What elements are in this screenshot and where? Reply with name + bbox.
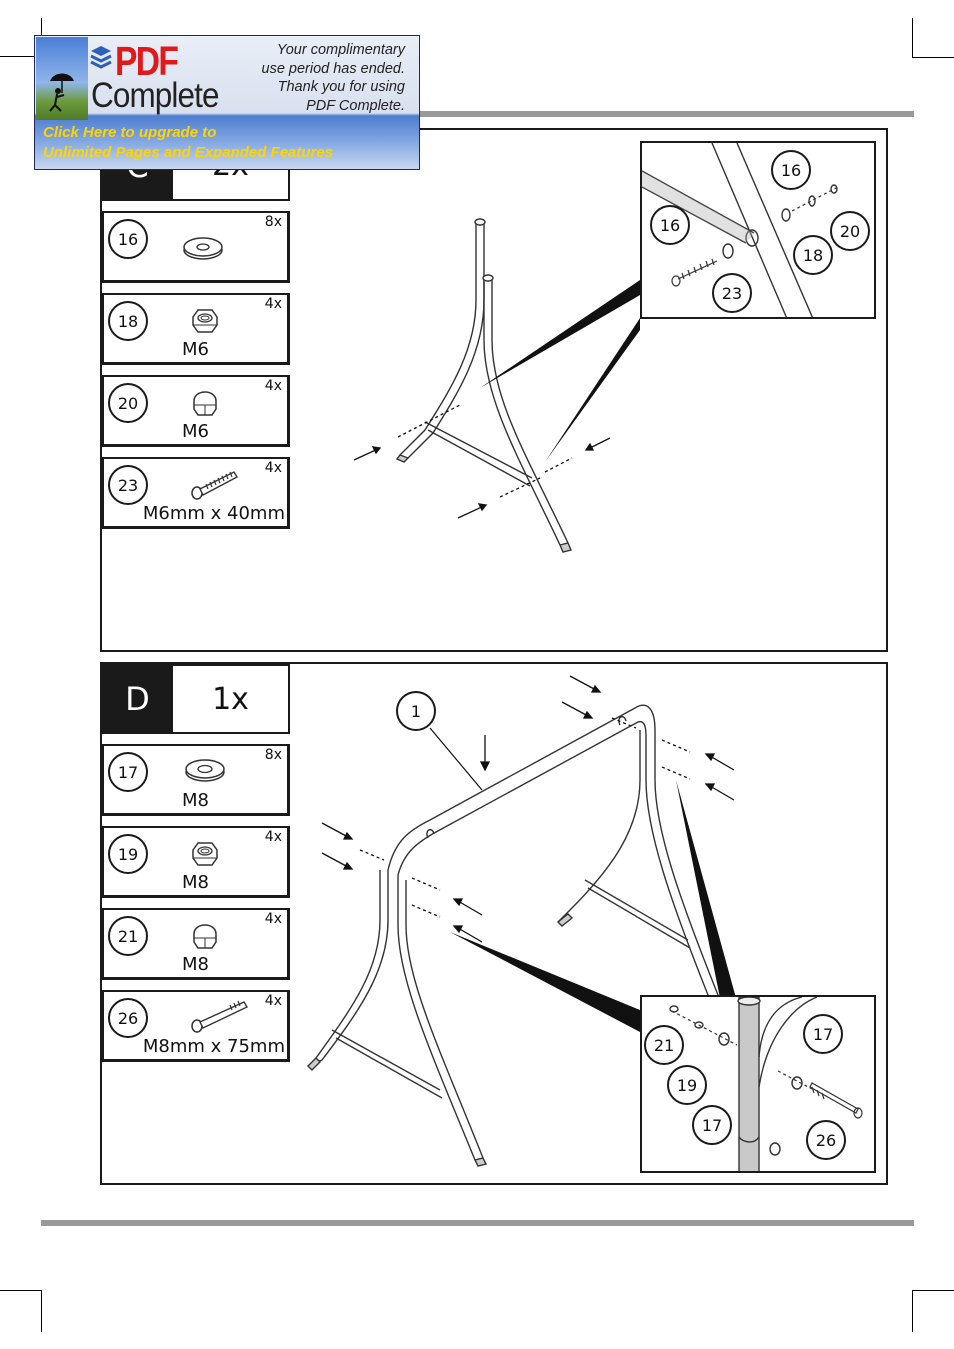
callout-21: 21: [644, 1025, 684, 1065]
step-d-panel: [100, 662, 888, 1185]
cap-nut-icon: [193, 924, 217, 949]
crop-mark: [0, 56, 34, 57]
part-quantity: 4x: [264, 460, 282, 476]
crop-mark: [912, 1290, 913, 1332]
part-number: 23: [108, 465, 148, 505]
part-number: 18: [108, 301, 148, 341]
part-size: M8mm x 75mm: [142, 1036, 285, 1057]
part-quantity: 4x: [264, 296, 282, 312]
crop-mark: [912, 57, 954, 58]
washer-icon: [183, 237, 223, 260]
nut-icon: [192, 309, 218, 333]
part-number: 20: [108, 383, 148, 423]
part-number: 16: [108, 219, 148, 259]
step-d-quantity: 1x: [173, 664, 290, 734]
inset-drawing: [642, 143, 839, 317]
upgrade-link-line[interactable]: Click Here to upgrade to: [43, 124, 217, 141]
brand-pdf: PDF: [115, 38, 179, 84]
upgrade-link-line[interactable]: Unlimited Pages and Expanded Features: [43, 144, 334, 161]
part-quantity: 4x: [264, 829, 282, 845]
part-card-23: 23 4x M6mm x 40mm: [102, 457, 290, 529]
part-quantity: 8x: [264, 747, 282, 763]
callout-18: 18: [793, 235, 833, 275]
callout-16: 16: [771, 150, 811, 190]
crop-mark: [41, 1290, 42, 1332]
part-card-18: 18 4x M6: [102, 293, 290, 365]
part-card-20: 20 4x M6: [102, 375, 290, 447]
callout-20: 20: [830, 211, 870, 251]
crop-mark: [912, 1290, 954, 1291]
part-size: M8: [182, 790, 209, 811]
part-size: M8: [182, 954, 209, 975]
step-c-panel: [100, 128, 888, 652]
part-size: M6: [182, 421, 209, 442]
part-card-26: 26 4x M8mm x 75mm: [102, 990, 290, 1062]
part-card-17: 17 8x M8: [102, 744, 290, 816]
part-size: M6mm x 40mm: [142, 503, 285, 524]
cap-nut-icon: [193, 391, 217, 416]
header-rule: [418, 111, 914, 117]
part-card-21: 21 4x M8: [102, 908, 290, 980]
callout-23: 23: [712, 273, 752, 313]
crop-mark: [0, 1290, 41, 1291]
part-number: 21: [108, 916, 148, 956]
step-d-frame-drawing: [307, 675, 736, 1167]
callout-26: 26: [806, 1120, 846, 1160]
step-c-detail-inset: 16 16 20 18 23: [640, 141, 876, 319]
part-size: M8: [182, 872, 209, 893]
callout-1: 1: [396, 691, 436, 731]
layers-logo-icon: [90, 46, 112, 69]
crop-mark: [912, 18, 913, 58]
part-quantity: 4x: [264, 993, 282, 1009]
trial-message-line: use period has ended.: [261, 60, 406, 77]
part-size: M6: [182, 339, 209, 360]
trial-message-line: PDF Complete.: [306, 97, 405, 114]
part-card-16: 16 8x: [102, 211, 290, 283]
part-quantity: 8x: [264, 214, 282, 230]
trial-message-line: Thank you for using: [277, 79, 405, 95]
trial-message: Your complimentary use period has ended.…: [225, 41, 406, 115]
part-card-19: 19 4x M8: [102, 826, 290, 898]
trial-message-line: Your complimentary: [276, 42, 405, 58]
part-number: 26: [108, 998, 148, 1038]
footer-rule: [41, 1220, 914, 1226]
callout-16: 16: [650, 205, 690, 245]
part-quantity: 4x: [264, 378, 282, 394]
part-number: 19: [108, 834, 148, 874]
upgrade-link[interactable]: Click Here to upgrade to Unlimited Pages…: [43, 123, 333, 163]
washer-icon: [185, 759, 225, 782]
bolt-icon: [191, 1000, 248, 1033]
callout-17: 17: [803, 1014, 843, 1054]
step-c-frame-drawing: [353, 218, 640, 553]
nut-icon: [192, 842, 218, 866]
part-number: 17: [108, 752, 148, 792]
callout-17: 17: [692, 1105, 732, 1145]
step-d-letter: D: [102, 664, 173, 734]
step-d-detail-inset: 21 19 17 17 26: [640, 995, 876, 1173]
part-quantity: 4x: [264, 911, 282, 927]
bolt-icon: [191, 471, 238, 500]
umbrella-figure-icon: [36, 37, 88, 120]
inset-drawing: [669, 997, 863, 1171]
upgrade-banner[interactable]: PDF Complete Your complimentary use peri…: [34, 35, 420, 170]
callout-19: 19: [667, 1065, 707, 1105]
brand-complete: Complete: [91, 76, 220, 115]
